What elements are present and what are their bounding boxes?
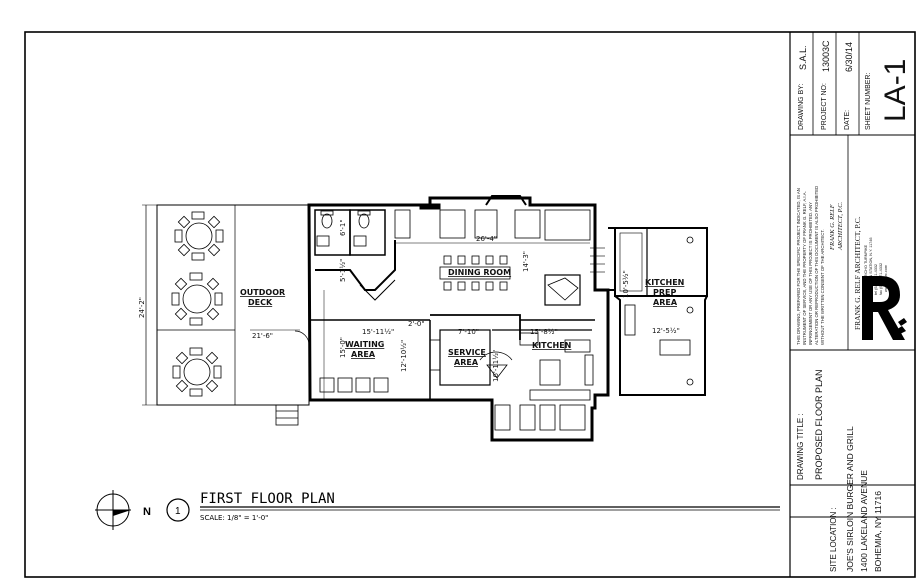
waiting-benches bbox=[319, 377, 389, 393]
dimension-label: 7'-10" bbox=[458, 328, 479, 336]
firm-address-line: HUNTINGTON STATION, N.Y. 11746 bbox=[869, 237, 873, 300]
dimension-labels: 26'-4" 24'-2" 21'-6" 6'-1" 5'-1½" 14'-3"… bbox=[138, 219, 680, 382]
firm-block: FRANK G. RELF ARCHITECT, P.C. 341 EAST J… bbox=[853, 216, 907, 340]
dimension-label: 10'-5½" bbox=[622, 270, 630, 298]
firm-address-line: 341 EAST JERICHO TURNPIKE bbox=[864, 244, 868, 300]
dimension-label: 24'-2" bbox=[138, 297, 146, 318]
dimension-label: 12'-10½" bbox=[400, 340, 408, 372]
notice-line: INSTRUMENT OF SERVICE, AND THE PROPERTY … bbox=[802, 191, 807, 345]
dimension-label: 26'-4" bbox=[476, 235, 497, 243]
sheet-number-value: LA-1 bbox=[879, 59, 912, 122]
floor-plan bbox=[142, 195, 708, 442]
site-line: JOE'S SIRLOIN BURGER AND GRILL bbox=[845, 426, 855, 572]
plan-number: 1 bbox=[175, 506, 181, 517]
room-label-outdoor-deck: OUTDOOR bbox=[240, 288, 285, 297]
drawing-by-value: S.A.L. bbox=[798, 45, 808, 70]
firm-name: FRANK G. RELF ARCHITECT, P.C. bbox=[853, 216, 862, 330]
booths bbox=[394, 209, 591, 241]
sheet-number-label: SHEET NUMBER: bbox=[865, 73, 872, 130]
room-label-waiting-area: AREA bbox=[351, 350, 376, 359]
project-no-value: 13003C bbox=[821, 40, 831, 72]
site-line: 1400 LAKELAND AVENUE bbox=[859, 470, 869, 572]
notice-line: WITHOUT THE WRITTEN CONSENT OF THE ARCHI… bbox=[820, 229, 825, 345]
title-block: DRAWING BY: S.A.L. PROJECT NO: 13003C DA… bbox=[789, 32, 915, 577]
dimension-label: 14'-3" bbox=[522, 251, 530, 272]
drawing-title-label: DRAWING TITLE : bbox=[796, 413, 805, 480]
room-label-outdoor-deck: DECK bbox=[248, 298, 273, 307]
plan-title: FIRST FLOOR PLAN bbox=[200, 491, 335, 507]
project-no-label: PROJECT NO: bbox=[821, 83, 828, 130]
dimension-label: 16'-11½" bbox=[492, 350, 500, 382]
deck-table bbox=[171, 272, 223, 326]
room-label-waiting-area: WAITING bbox=[345, 340, 384, 349]
room-labels: OUTDOOR DECK DINING ROOM WAITING AREA SE… bbox=[240, 268, 684, 367]
dimension-label: 12'-5½" bbox=[652, 327, 680, 335]
room-label-kitchen-prep: PREP bbox=[653, 288, 676, 297]
notice-line: INFRINGEMENT OR ANY USE OF THIS PROJECT … bbox=[808, 202, 813, 345]
room-label-kitchen-prep: KITCHEN bbox=[645, 278, 684, 287]
deck-table bbox=[174, 211, 224, 261]
plan-scale: SCALE: 1/8" = 1'-0" bbox=[200, 514, 268, 522]
dimension-label: 21'-6" bbox=[252, 332, 273, 340]
sheet-border bbox=[24, 31, 916, 578]
date-value: 6/30/14 bbox=[844, 42, 854, 72]
room-label-kitchen: KITCHEN bbox=[532, 341, 571, 350]
dimension-label: 15'-11½" bbox=[362, 328, 394, 336]
building-exterior-wall bbox=[307, 196, 610, 442]
plan-number-circle bbox=[166, 498, 190, 522]
signature-line: FRANK G. RELF bbox=[829, 203, 836, 251]
dimension-label: 15'-0" bbox=[339, 337, 347, 358]
drawing-by-label: DRAWING BY: bbox=[798, 84, 805, 130]
dimension-label: 6'-1" bbox=[339, 219, 347, 236]
date-label: DATE: bbox=[844, 110, 851, 130]
site-location-label: SITE LOCATION : bbox=[829, 507, 838, 572]
north-label: N bbox=[143, 506, 151, 518]
room-label-kitchen-prep: AREA bbox=[653, 298, 678, 307]
firm-logo bbox=[862, 276, 907, 340]
dimension-label: 15'-8½" bbox=[530, 328, 558, 336]
dimension-label: 2'-0" bbox=[408, 320, 425, 328]
room-label-dining-room: DINING ROOM bbox=[448, 268, 511, 277]
copyright-notice: THIS DRAWING, PREPARED FOR THE SPECIFIC … bbox=[796, 186, 844, 345]
room-label-service-area: SERVICE bbox=[448, 348, 486, 357]
dining-table bbox=[439, 255, 511, 291]
north-arrow bbox=[95, 490, 131, 530]
plan-title-block: N 1 FIRST FLOOR PLAN SCALE: 1/8" = 1'-0" bbox=[95, 490, 780, 530]
kitchen-equipment bbox=[494, 332, 594, 431]
deck-stairs bbox=[275, 404, 299, 426]
prep-area-wall bbox=[608, 227, 616, 291]
site-line: BOHEMIA, NY 11716 bbox=[873, 491, 883, 572]
deck-table bbox=[172, 347, 222, 397]
notice-line: ALTERATION OR REPRODUCTION OF THIS DOCUM… bbox=[814, 186, 819, 345]
room-label-service-area: AREA bbox=[454, 358, 479, 367]
drawing-title-value: PROPOSED FLOOR PLAN bbox=[814, 369, 824, 480]
dimension-label: 5'-1½" bbox=[339, 259, 347, 282]
signature-line: ARCHITECT, P.C. bbox=[837, 201, 844, 251]
restroom bbox=[349, 209, 386, 256]
notice-line: THIS DRAWING, PREPARED FOR THE SPECIFIC … bbox=[796, 188, 801, 345]
